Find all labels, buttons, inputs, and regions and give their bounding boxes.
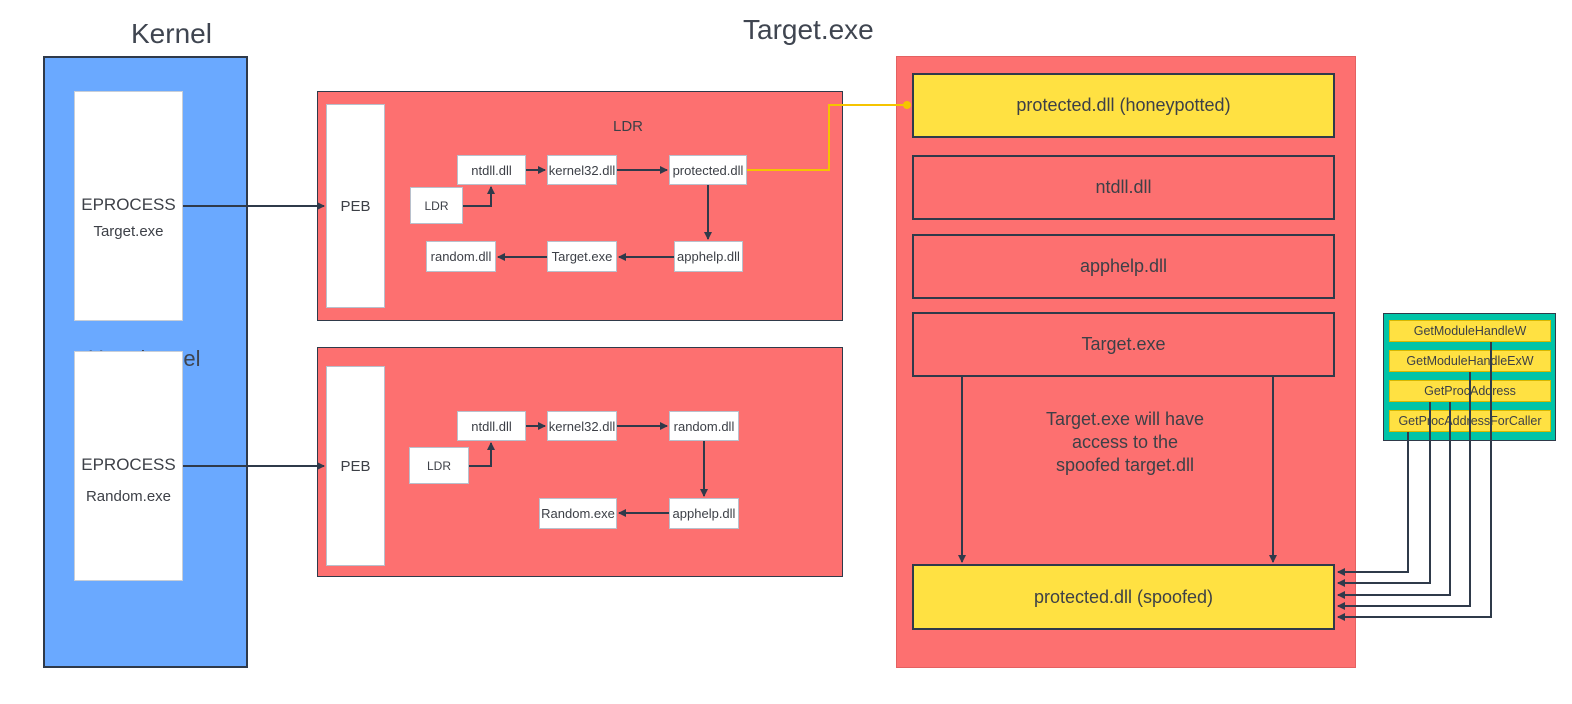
kernel-title: Kernel: [131, 18, 212, 49]
ldr-node: LDR: [410, 187, 463, 224]
eprocess-label: EPROCESS: [81, 195, 176, 214]
module-apphelp: apphelp.dll: [674, 241, 743, 272]
ntdll-module: ntdll.dll: [912, 155, 1335, 220]
spoof-note-line: spoofed target.dll: [1055, 455, 1195, 475]
apphelp-module: apphelp.dll: [912, 234, 1335, 299]
ldr-to-ntdll-arrow: [463, 186, 495, 207]
eprocess-target: EPROCESS Target.exe: [74, 91, 183, 321]
api-redirect-arrow: [1337, 402, 1451, 599]
module-random: random.dll: [426, 241, 496, 272]
target-exe-title: Target.exe: [743, 14, 874, 45]
api-redirect-arrow: [1337, 402, 1431, 587]
spoof-note: Target.exe will have access to the spoof…: [1010, 408, 1240, 477]
module-ntdll: ntdll.dll: [457, 155, 526, 185]
protected-honeypotted-module: protected.dll (honeypotted): [912, 73, 1335, 138]
api-redirect-arrow: [1337, 372, 1471, 610]
eprocess-random: EPROCESS Random.exe: [74, 351, 183, 581]
ldr-to-ntdll-arrow: [469, 442, 495, 467]
module-random: random.dll: [669, 411, 739, 441]
module-ntdll: ntdll.dll: [457, 411, 526, 441]
module-protected: protected.dll: [669, 155, 747, 185]
module-random-exe: Random.exe: [539, 498, 617, 529]
spoof-note-line: Target.exe will have: [1045, 409, 1205, 429]
process-target-panel: [317, 91, 843, 321]
peb-random: PEB: [326, 366, 385, 566]
process-random-panel: [317, 347, 843, 577]
module-apphelp: apphelp.dll: [669, 498, 739, 529]
spoof-note-line: access to the: [1071, 432, 1179, 452]
target-exe-module: Target.exe: [912, 312, 1335, 377]
ldr-title: LDR: [613, 118, 644, 135]
eprocess-label: EPROCESS: [81, 455, 176, 474]
ldr-node: LDR: [409, 447, 469, 484]
api-getmodulehandlew: GetModuleHandleW: [1389, 320, 1551, 342]
api-redirect-arrow: [1337, 342, 1492, 621]
api-getmodulehandleexw: GetModuleHandleExW: [1389, 350, 1551, 372]
eprocess-process-name: Target.exe: [93, 223, 164, 240]
module-kernel32: kernel32.dll: [547, 155, 617, 185]
protected-spoofed-module: protected.dll (spoofed): [912, 564, 1335, 630]
module-target-exe: Target.exe: [547, 241, 617, 272]
honeypot-link: [747, 104, 907, 171]
module-kernel32: kernel32.dll: [547, 411, 617, 441]
peb-target: PEB: [326, 104, 385, 308]
eprocess-process-name: Random.exe: [85, 488, 172, 505]
honeypot-link-endpoint: [903, 101, 911, 109]
api-redirect-arrow: [1337, 432, 1409, 576]
